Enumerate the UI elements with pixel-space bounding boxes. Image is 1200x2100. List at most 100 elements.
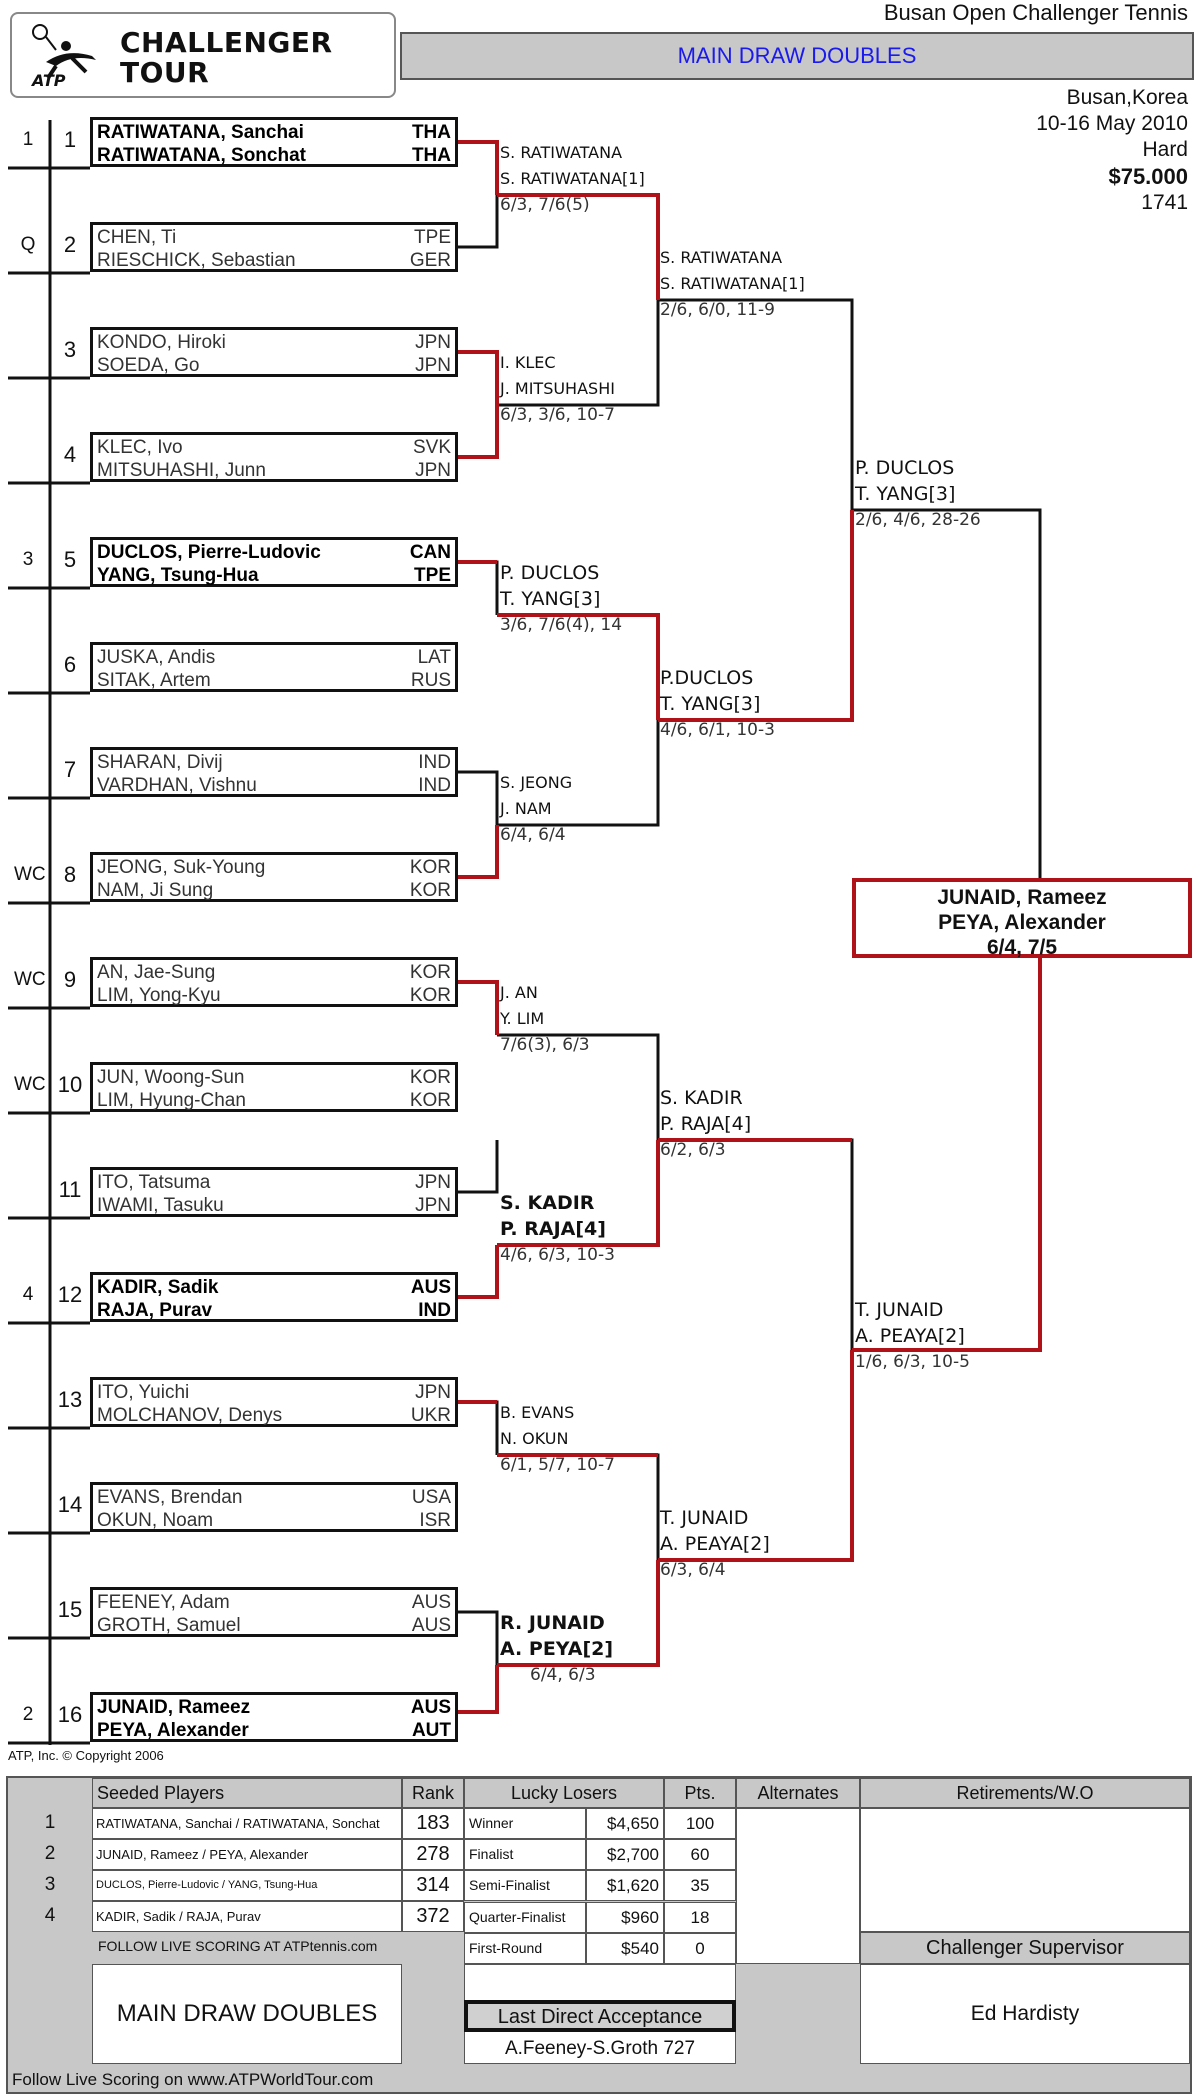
player-country: IND (418, 775, 451, 796)
draw-position: 5 (63, 547, 77, 572)
champion-box: JUNAID, Rameez PEYA, Alexander 6/4, 7/5 (852, 878, 1192, 959)
seeded-header: Seeded Players (92, 1778, 402, 1808)
player-country: KOR (409, 962, 451, 983)
match-score: 7/6(3), 6/3 (500, 1035, 590, 1055)
match-player: T. JUNAID (660, 1507, 749, 1529)
match-score: 6/3, 7/6(5) (500, 195, 590, 215)
copyright: ATP, Inc. © Copyright 2006 (8, 1748, 164, 1763)
player-country: KOR (409, 880, 451, 901)
player-name: RATIWATANA, Sonchat (97, 145, 306, 166)
match-score: 6/4, 6/4 (500, 825, 566, 845)
entry-line: MITSUHASHI, Junn JPN (97, 459, 451, 483)
player-country: UKR (410, 1405, 451, 1426)
prize-money: $960 (586, 1901, 664, 1933)
lda-header: Last Direct Acceptance (464, 2000, 736, 2032)
seeded-team: KADIR, Sadik / RAJA, Purav (92, 1901, 402, 1932)
match-player: J. MITSUHASHI (500, 379, 615, 398)
seed-number: 2 (44, 1843, 56, 1864)
match-player: S. RATIWATANA[1] (500, 169, 645, 188)
player-name: IWAMI, Tasuku (97, 1195, 224, 1216)
prize-pts: 35 (664, 1870, 736, 1902)
match-player: T. YANG[3] (660, 693, 761, 715)
seeded-rank: 278 (402, 1839, 464, 1870)
seed-label: WC (14, 969, 46, 990)
player-name: FEENEY, Adam (97, 1592, 230, 1613)
prize-money: $540 (586, 1932, 664, 1964)
seeded-rank: 314 (402, 1870, 464, 1901)
seed-label: WC (14, 1074, 46, 1095)
draw-position: 3 (63, 337, 77, 362)
logo-bottom: TOUR (120, 56, 210, 89)
prize-round: First-Round (464, 1932, 586, 1964)
prize-money: $1,620 (586, 1870, 664, 1902)
player-name: PEYA, Alexander (97, 1720, 249, 1741)
player-name: JUN, Woong-Sun (97, 1067, 245, 1088)
draw-position: 14 (57, 1492, 83, 1517)
entry-line: IWAMI, Tasuku JPN (97, 1194, 451, 1218)
player-country: JPN (415, 460, 451, 481)
match-player: S. JEONG (500, 773, 573, 792)
player-name: KONDO, Hiroki (97, 332, 226, 353)
player-name: DUCLOS, Pierre-Ludovic (97, 542, 321, 563)
match-player: S. KADIR (660, 1087, 743, 1109)
player-country: JPN (415, 1195, 451, 1216)
entry-line: GROTH, Samuel AUS (97, 1614, 451, 1638)
player-name: MITSUHASHI, Junn (97, 460, 266, 481)
player-name: GROTH, Samuel (97, 1615, 241, 1636)
lda-value: A.Feeney-S.Groth 727 (504, 2038, 696, 2059)
player-name: JUNAID, Rameez (97, 1697, 251, 1718)
seeded-team: JUNAID, Rameez / PEYA, Alexander (92, 1839, 402, 1870)
alternates-body (736, 1808, 860, 1964)
player-country: JPN (415, 332, 451, 353)
player-country: JPN (415, 1382, 451, 1403)
draw-position: 2 (63, 232, 77, 257)
player-country: AUT (411, 1720, 451, 1741)
seed-label: 2 (22, 1704, 34, 1725)
player-country: KOR (409, 857, 451, 878)
player-country: TPE (414, 227, 451, 248)
draw-position: 7 (63, 757, 77, 782)
player-name: KLEC, Ivo (97, 437, 183, 458)
seed-number: 3 (44, 1874, 56, 1895)
match-score: 3/6, 7/6(4), 14 (500, 615, 623, 635)
player-name: OKUN, Noam (97, 1510, 214, 1531)
player-country: KOR (409, 1067, 451, 1088)
tournament-code: 1741 (1141, 191, 1188, 214)
surface: Hard (1142, 138, 1188, 161)
seed-label: 3 (22, 549, 34, 570)
champion-score: 6/4, 7/5 (986, 936, 1058, 959)
seeded-rank: 183 (402, 1808, 464, 1839)
match-score: 4/6, 6/1, 10-3 (660, 720, 775, 740)
draw-banner: MAIN DRAW DOUBLES (400, 32, 1194, 80)
player-country: USA (411, 1487, 451, 1508)
supervisor-name: Ed Hardisty (860, 1964, 1190, 2064)
match-score: 2/6, 4/6, 28-26 (855, 510, 981, 530)
player-country: AUS (411, 1615, 451, 1636)
player-country: ISR (419, 1510, 451, 1531)
